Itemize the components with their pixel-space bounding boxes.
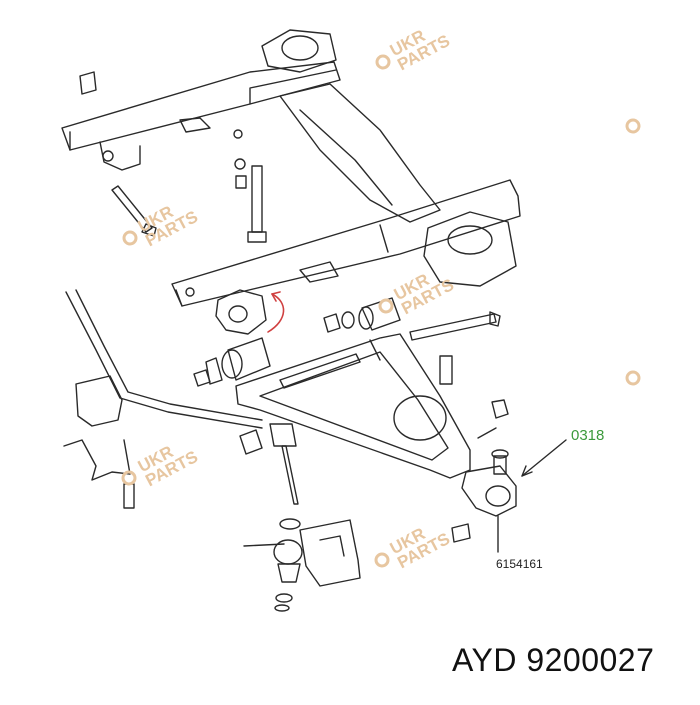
callout-arrow-0318 [521,439,567,477]
part-number-label: 6154161 [496,557,543,571]
watermark-cog-icons [121,54,641,568]
subframe-spine [279,83,441,223]
top-mount-housing [261,29,337,73]
subframe-rear-crossmember [61,61,341,171]
drop-link [269,423,303,612]
subframe-bolts [79,71,267,243]
subframe-front-crossmember [171,179,521,307]
front-mount-housing [423,211,517,287]
fitment-arrow [267,293,285,333]
lower-control-arm [235,333,471,479]
arm-bushes [193,297,501,389]
part-callout-label: 0318 [571,427,605,444]
lower-mount-bracket [243,519,361,587]
front-bush-bracket [215,289,267,335]
part-number-caption: AYD 9200027 [452,642,655,678]
ball-joint [451,399,517,543]
